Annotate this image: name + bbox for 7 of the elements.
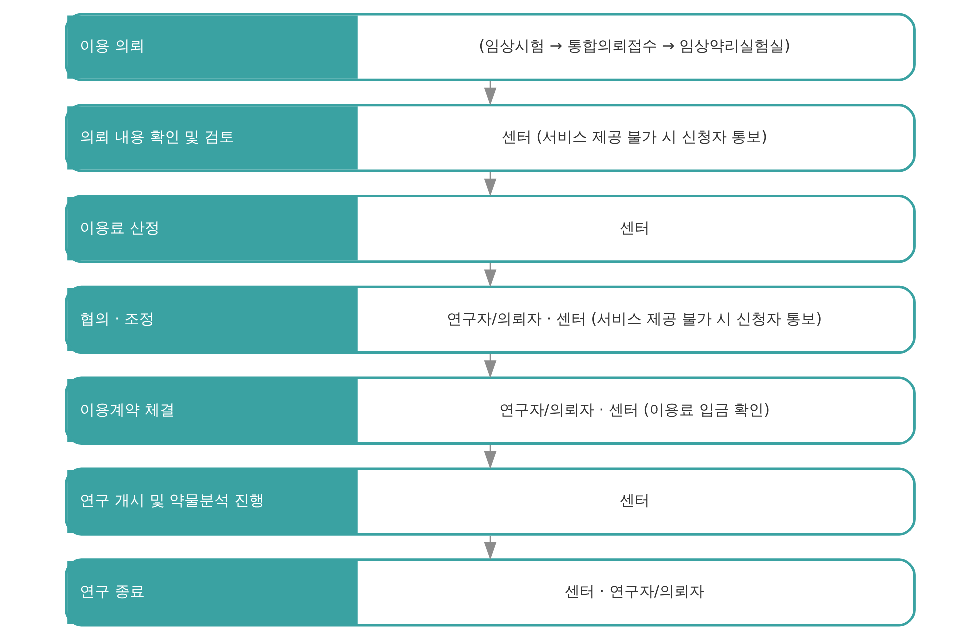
node-box: 이용계약 체결 연구자/의뢰자 · 센터 (이용료 입금 확인) (64, 376, 916, 445)
node-box: 의뢰 내용 확인 및 검토 센터 (서비스 제공 불가 시 신청자 통보) (64, 104, 916, 172)
node-box: 이용료 산정 센터 (64, 195, 916, 264)
node-box: 연구 종료 센터 · 연구자/의뢰자 (64, 558, 916, 627)
node-box: 연구 개시 및 약물분석 진행 센터 (64, 468, 916, 536)
node-box: 이용 의뢰 (임상시험 → 통합의뢰접수 → 임상약리실험실) (64, 13, 916, 82)
node-box: 협의 · 조정 연구자/의뢰자 · 센터 (서비스 제공 불가 시 신청자 통보) (64, 286, 916, 354)
